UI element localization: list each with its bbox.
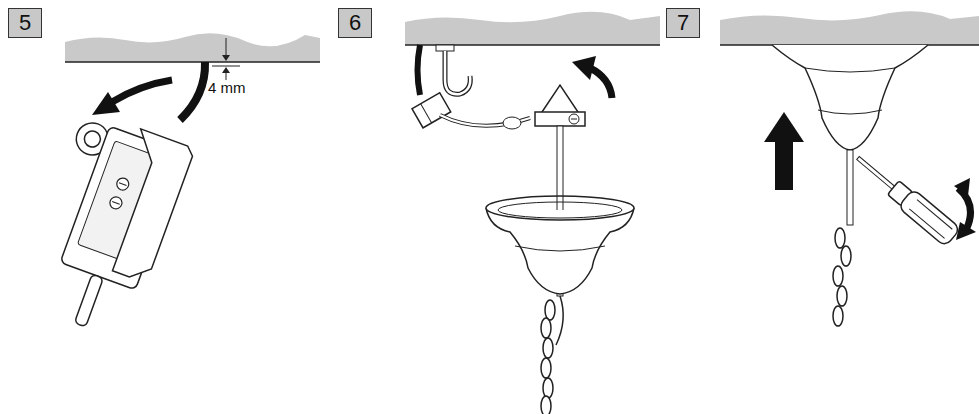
step-number: 7 <box>677 12 689 34</box>
step-number-box: 5 <box>8 8 42 38</box>
dimension-label: 4 mm <box>208 80 246 95</box>
step-number-box: 6 <box>338 8 372 38</box>
step-number: 5 <box>19 12 31 34</box>
step-6-art <box>405 12 660 414</box>
step-number: 6 <box>349 12 361 34</box>
step-number-box: 7 <box>666 8 700 38</box>
step-7-art <box>720 11 979 326</box>
step-5-art <box>16 33 320 341</box>
